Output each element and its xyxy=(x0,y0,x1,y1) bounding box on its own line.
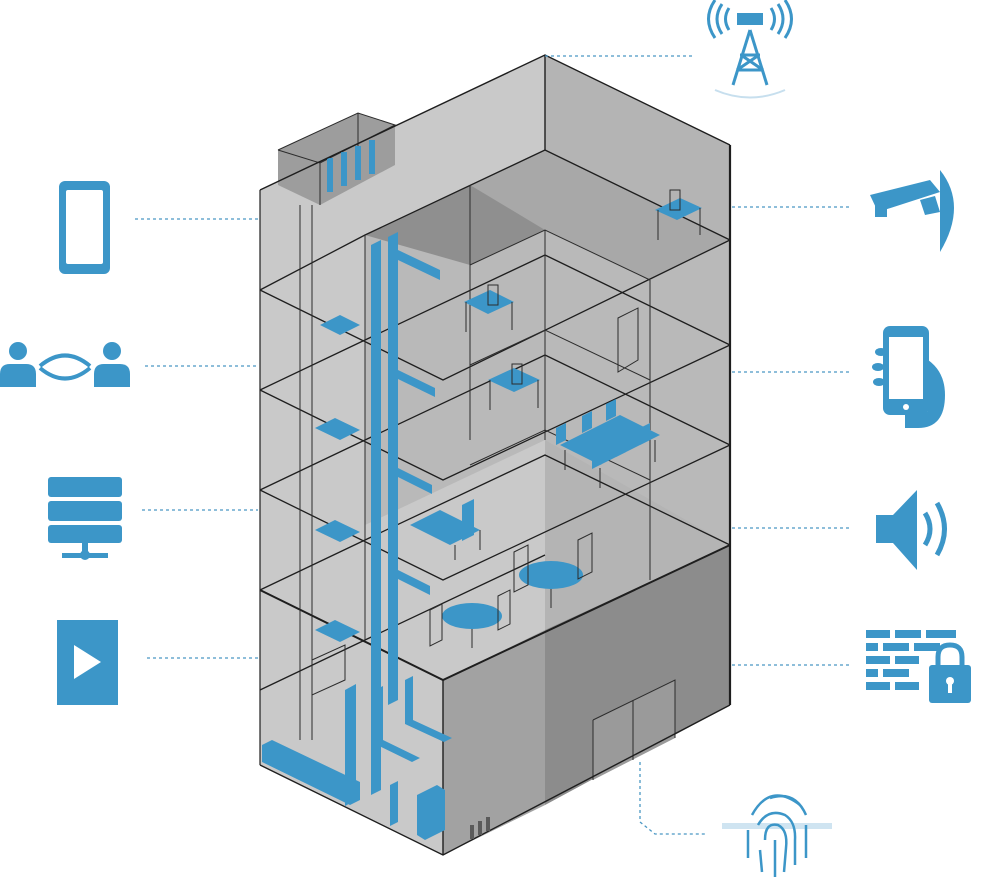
fingerprint-scanner-icon xyxy=(722,794,832,877)
firewall-lock-icon xyxy=(866,630,971,703)
reception-desk xyxy=(410,499,481,560)
utility-risers xyxy=(262,232,490,840)
round-table-1 xyxy=(429,589,511,648)
smartphone-icon xyxy=(59,181,110,274)
hand-phone-icon xyxy=(872,326,945,428)
speaker-icon xyxy=(876,490,947,570)
garage-door xyxy=(593,680,675,780)
security-camera-icon xyxy=(870,170,954,252)
conference-table xyxy=(556,399,660,488)
rooftop-unit xyxy=(278,113,395,205)
ground-floor-left-room xyxy=(443,630,545,855)
server-network-icon xyxy=(48,477,122,560)
interior-walls xyxy=(299,185,651,740)
user-connection-icon xyxy=(0,342,130,387)
roof-interior-right xyxy=(470,150,730,280)
cell-tower-icon xyxy=(707,0,793,99)
desk-top-floor xyxy=(655,189,702,240)
desk-floor-2 xyxy=(464,284,514,332)
leader-lines xyxy=(135,55,850,835)
desk-floor-3 xyxy=(488,363,540,410)
furniture xyxy=(410,189,702,648)
building xyxy=(259,54,732,856)
play-button-icon xyxy=(57,620,118,705)
round-table-2 xyxy=(513,532,593,608)
